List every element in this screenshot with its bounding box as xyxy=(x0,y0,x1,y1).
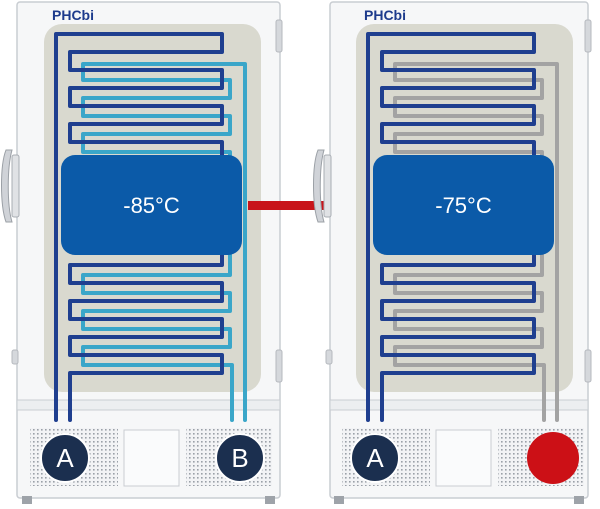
right-side-latch xyxy=(325,349,333,365)
left-foot-left xyxy=(22,496,32,504)
left-circuit-b-label: B xyxy=(231,443,248,473)
right-hinge-top xyxy=(584,19,592,53)
left-circuit-a-badge: A xyxy=(40,433,90,483)
right-circuit-a-badge: A xyxy=(350,433,400,483)
right-foot-right xyxy=(574,496,584,504)
right-base-trim xyxy=(329,399,589,411)
left-circuit-b-badge-circle xyxy=(215,433,265,483)
right-hinge-bottom xyxy=(584,349,592,383)
left-brand-logo: PHCbi xyxy=(52,7,94,23)
left-side-latch xyxy=(11,349,19,365)
left-door-handle xyxy=(1,149,20,223)
left-hinge-bottom xyxy=(275,349,283,383)
left-circuit-a-badge-circle xyxy=(40,433,90,483)
left-freezer: PHCbi -85°C A B xyxy=(1,1,283,504)
left-circuit-a-label: A xyxy=(56,443,74,473)
left-base-trim xyxy=(16,399,281,411)
right-temperature-readout: -75°C xyxy=(435,193,492,218)
right-circuit-a-badge-circle xyxy=(350,433,400,483)
left-service-panel xyxy=(123,429,180,487)
right-temperature-display xyxy=(373,155,554,255)
right-service-panel xyxy=(435,429,492,487)
right-brand-logo: PHCbi xyxy=(364,7,406,23)
left-hinge-top xyxy=(275,19,283,53)
left-foot-right xyxy=(265,496,275,504)
right-circuit-a-label: A xyxy=(366,443,384,473)
left-temperature-display xyxy=(61,155,242,255)
right-door-handle xyxy=(313,149,332,223)
left-temperature-readout: -85°C xyxy=(123,193,180,218)
right-freezer: PHCbi -75°C A xyxy=(313,1,592,504)
right-circuit-b-failed-indicator xyxy=(527,432,579,484)
left-circuit-b-badge: B xyxy=(215,433,265,483)
right-foot-left xyxy=(334,496,344,504)
arrow-shaft xyxy=(248,201,338,210)
